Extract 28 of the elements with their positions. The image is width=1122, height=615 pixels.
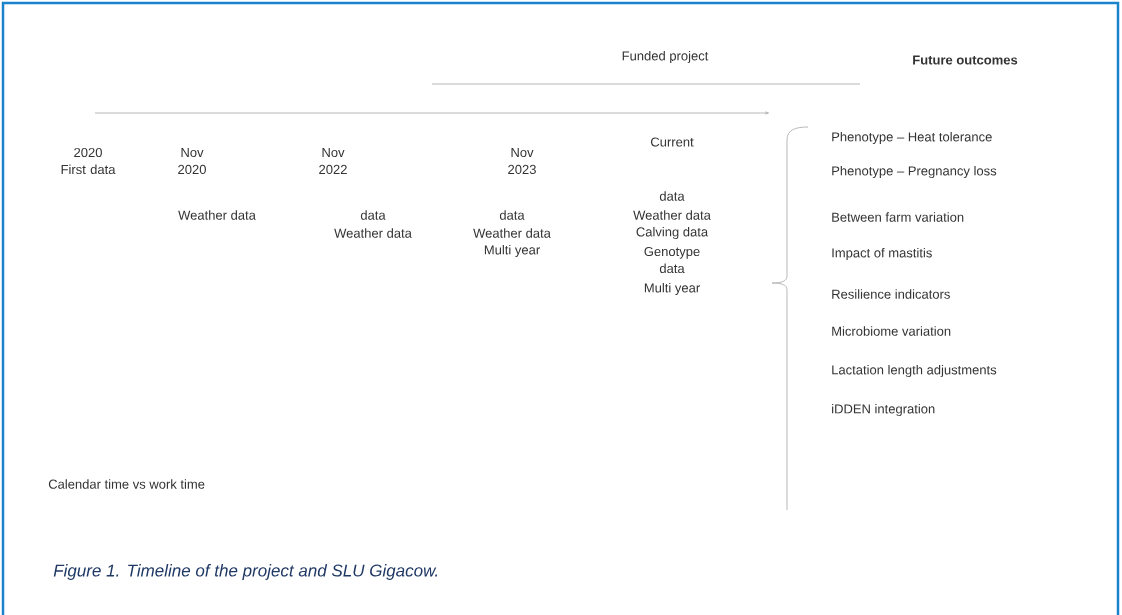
outcome-label: Resilience indicators [832,289,950,299]
data-label: Multi year [484,244,540,258]
outcome-label: iDDEN integration [832,403,935,417]
data-label: Weather data [473,228,551,238]
heading-text: Funded project [622,50,709,64]
outcome-label: Between farm variation [832,212,964,222]
data-label: data [659,191,685,201]
data-label: Multi year [644,282,700,296]
data-label: data [360,210,386,220]
data-label: data [499,210,525,220]
outcome-label: Phenotype – Heat tolerance [832,131,992,145]
data-label: Genotype data [644,246,700,274]
data-label: Weather data [633,210,711,220]
data-label: Weather data [334,228,412,238]
note-text: Calendar time vs work time [48,479,205,489]
caption: Figure 1. Timeline of the project and SLU Gigacow. [53,564,438,580]
outcome-label: Microbiome variation [832,326,951,336]
date-label: Nov 2023 [508,147,536,175]
outcome-label: Phenotype – Pregnancy loss [832,165,997,179]
outcome-label: Impact of mastitis [832,247,932,261]
data-label: Calving data [636,226,709,240]
date-label: Nov 2020 [178,147,206,175]
date-label: Current [651,137,694,147]
data-label: Weather data [178,210,256,220]
date-label: 2020 First data [61,147,116,175]
date-label: Nov 2022 [319,147,347,175]
outcome-label: Lactation length adjustments [832,364,997,378]
heading-text: Future outcomes [913,55,1018,65]
